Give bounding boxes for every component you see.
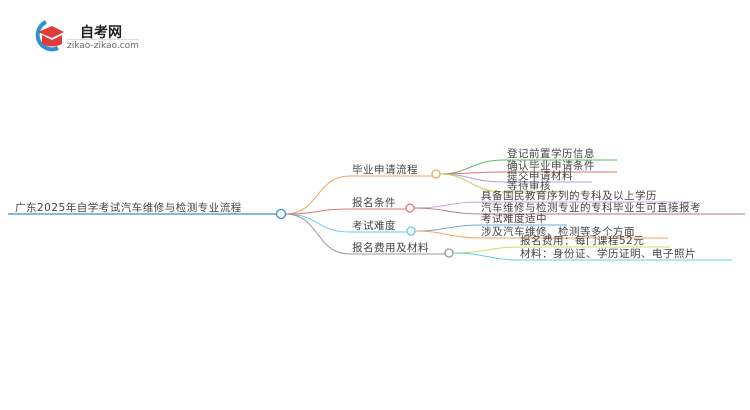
leaf-node[interactable]: 涉及汽车维修、检测等多个方面: [481, 226, 635, 238]
leaf-node[interactable]: 登记前置学历信息: [507, 148, 595, 160]
leaf-node[interactable]: 等待审核: [507, 180, 551, 192]
leaf-node[interactable]: 汽车维修与检测专业的专科毕业生可直接报考: [481, 202, 701, 214]
branch-node[interactable]: 考试难度: [352, 220, 396, 232]
leaf-node[interactable]: 具备国民教育序列的专科及以上学历: [481, 190, 657, 202]
leaf-node[interactable]: 提交申请材料: [507, 170, 573, 182]
branch-node[interactable]: 报名条件: [352, 197, 396, 209]
leaf-node[interactable]: 考试难度适中: [481, 213, 547, 225]
root-node[interactable]: 广东2025年自学考试汽车维修与检测专业流程: [15, 202, 242, 214]
branch-4-handle[interactable]: [444, 248, 454, 258]
leaf-node[interactable]: 确认毕业申请条件: [507, 160, 595, 172]
branch-node[interactable]: 毕业申请流程: [352, 164, 418, 176]
logo-url: zikao-zikao.com: [67, 39, 139, 51]
logo-title: 自考网: [80, 25, 122, 41]
branch-1-handle[interactable]: [431, 169, 441, 179]
logo-icon: [35, 20, 64, 52]
root-node-handle[interactable]: [275, 208, 287, 220]
leaf-node[interactable]: 报名费用：每门课程52元: [520, 235, 645, 247]
branch-3-handle[interactable]: [406, 226, 416, 236]
branch-2-handle[interactable]: [405, 203, 415, 213]
branch-node[interactable]: 报名费用及材料: [352, 242, 429, 254]
leaf-node[interactable]: 材料：身份证、学历证明、电子照片: [520, 248, 696, 260]
